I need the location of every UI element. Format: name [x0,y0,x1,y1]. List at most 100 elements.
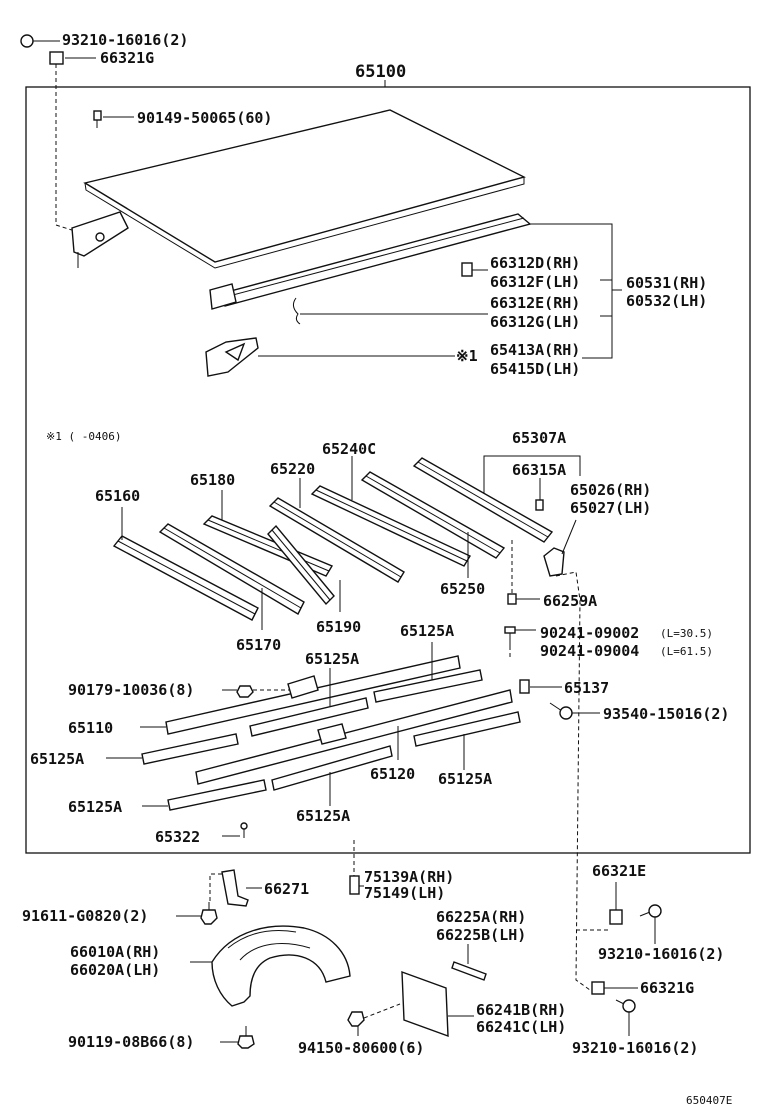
sill-65125A-e [271,745,393,791]
label-65413A: 65413A(RH) [490,341,580,359]
label-66321G-top: 66321G [100,49,154,67]
label-90179: 90179-10036(8) [68,681,194,699]
bolt-91611 [176,902,218,925]
label-65125A-3: 65125A [30,750,84,768]
label-65125A-1: 65125A [400,622,454,640]
label-65307A: 65307A [512,429,566,447]
label-91611: 91611-G0820(2) [22,907,148,925]
label-65240C: 65240C [322,440,376,458]
label-75149: 75149(LH) [364,884,445,902]
label-66312F: 66312F(LH) [490,273,580,291]
nut-90179 [222,685,290,698]
label-60532: 60532(LH) [626,292,707,310]
label-66271: 66271 [264,880,309,898]
footnote-marker: ※1 [456,347,478,365]
bolt-65322 [222,822,248,838]
label-65170: 65170 [236,636,281,654]
label-65190: 65190 [316,618,361,636]
label-65137: 65137 [564,679,609,697]
label-66225A: 66225A(RH) [436,908,526,926]
sill-65125A-d [413,711,521,747]
bracket-66225A [451,944,487,981]
label-65322: 65322 [155,828,200,846]
label-90241-b: 90241-09004 [540,642,639,660]
clip-75139A [349,875,364,895]
label-65180: 65180 [190,471,235,489]
label-65120: 65120 [370,765,415,783]
nut-66321G-bottom [591,981,638,995]
sill-65125A-b [249,697,369,737]
sill-65120 [195,689,513,785]
label-66312E: 66312E(RH) [490,294,580,312]
end-cap-65413A [205,337,455,377]
label-66241C: 66241C(LH) [476,1018,566,1036]
nut-94150 [347,1003,401,1036]
label-93210-top: 93210-16016(2) [62,31,188,49]
label-65220: 65220 [270,460,315,478]
sill-65125A-c [141,733,239,765]
label-93210-mid: 93210-16016(2) [598,945,724,963]
bracket-65026 [543,519,577,577]
crossmember-65220 [268,497,405,583]
bracket-65137 [519,679,562,694]
label-93210-bottom: 93210-16016(2) [572,1039,698,1057]
bolt-93210-mid [639,904,662,944]
bolt-90119 [220,1026,255,1049]
spacer-65125A [287,675,319,699]
crossmember-65170 [158,523,305,615]
dash-66321G-top [55,64,79,233]
bracket-60531 [530,223,613,359]
pin-66312D [461,262,488,277]
footnote-text: ※1 ( -0406) [46,430,121,443]
label-66241B: 66241B(RH) [476,1001,566,1019]
label-66020A: 66020A(LH) [70,961,160,979]
label-66010A: 66010A(RH) [70,943,160,961]
sill-65110 [165,655,461,735]
label-93540: 93540-15016(2) [603,705,729,723]
label-90241-a-length: (L=30.5) [660,627,713,640]
label-65250: 65250 [440,580,485,598]
bolt-93210-top [20,34,60,48]
bolt-93210-bottom [615,999,636,1036]
label-66312G: 66312G(LH) [490,313,580,331]
label-65125A-2: 65125A [305,650,359,668]
pin-66259A [507,593,540,605]
label-90241-a: 90241-09002 [540,624,639,642]
label-65160: 65160 [95,487,140,505]
label-66321E: 66321E [592,862,646,880]
figure-code: 650407E [686,1094,732,1107]
sill-65125A-f [167,779,267,811]
sill-65125A-a [373,669,483,703]
label-90149: 90149-50065(60) [137,109,272,127]
crossmember-65160 [112,535,259,621]
assembly-number: 65100 [355,62,406,82]
label-65415D: 65415D(LH) [490,360,580,378]
label-60531: 60531(RH) [626,274,707,292]
bracket-66271 [221,869,262,907]
label-94150: 94150-80600(6) [298,1039,424,1057]
tailgate-panel-edge [84,177,525,269]
crossmember-65240C [310,485,471,567]
screw-90149 [93,110,134,128]
pin-66315A [535,478,544,511]
label-66312D: 66312D(RH) [490,254,580,272]
label-65125A-5: 65125A [296,807,350,825]
label-66315A: 66315A [512,461,566,479]
fender-66010A [190,925,351,1007]
bolt-90241 [504,626,536,646]
assembly-frame [25,86,751,854]
label-90241-b-length: (L=61.5) [660,645,713,658]
label-66321G-bottom: 66321G [640,979,694,997]
label-66225B: 66225B(LH) [436,926,526,944]
bolt-93540 [549,702,600,720]
nut-66321G-top [49,51,96,65]
crossmember-65190 [267,524,335,606]
label-65125A-6: 65125A [68,798,122,816]
label-65027: 65027(LH) [570,499,651,517]
label-75139A: 75139A(RH) [364,868,454,886]
nut-66321E [609,882,623,925]
label-66259A: 66259A [543,592,597,610]
label-65125A-4: 65125A [438,770,492,788]
